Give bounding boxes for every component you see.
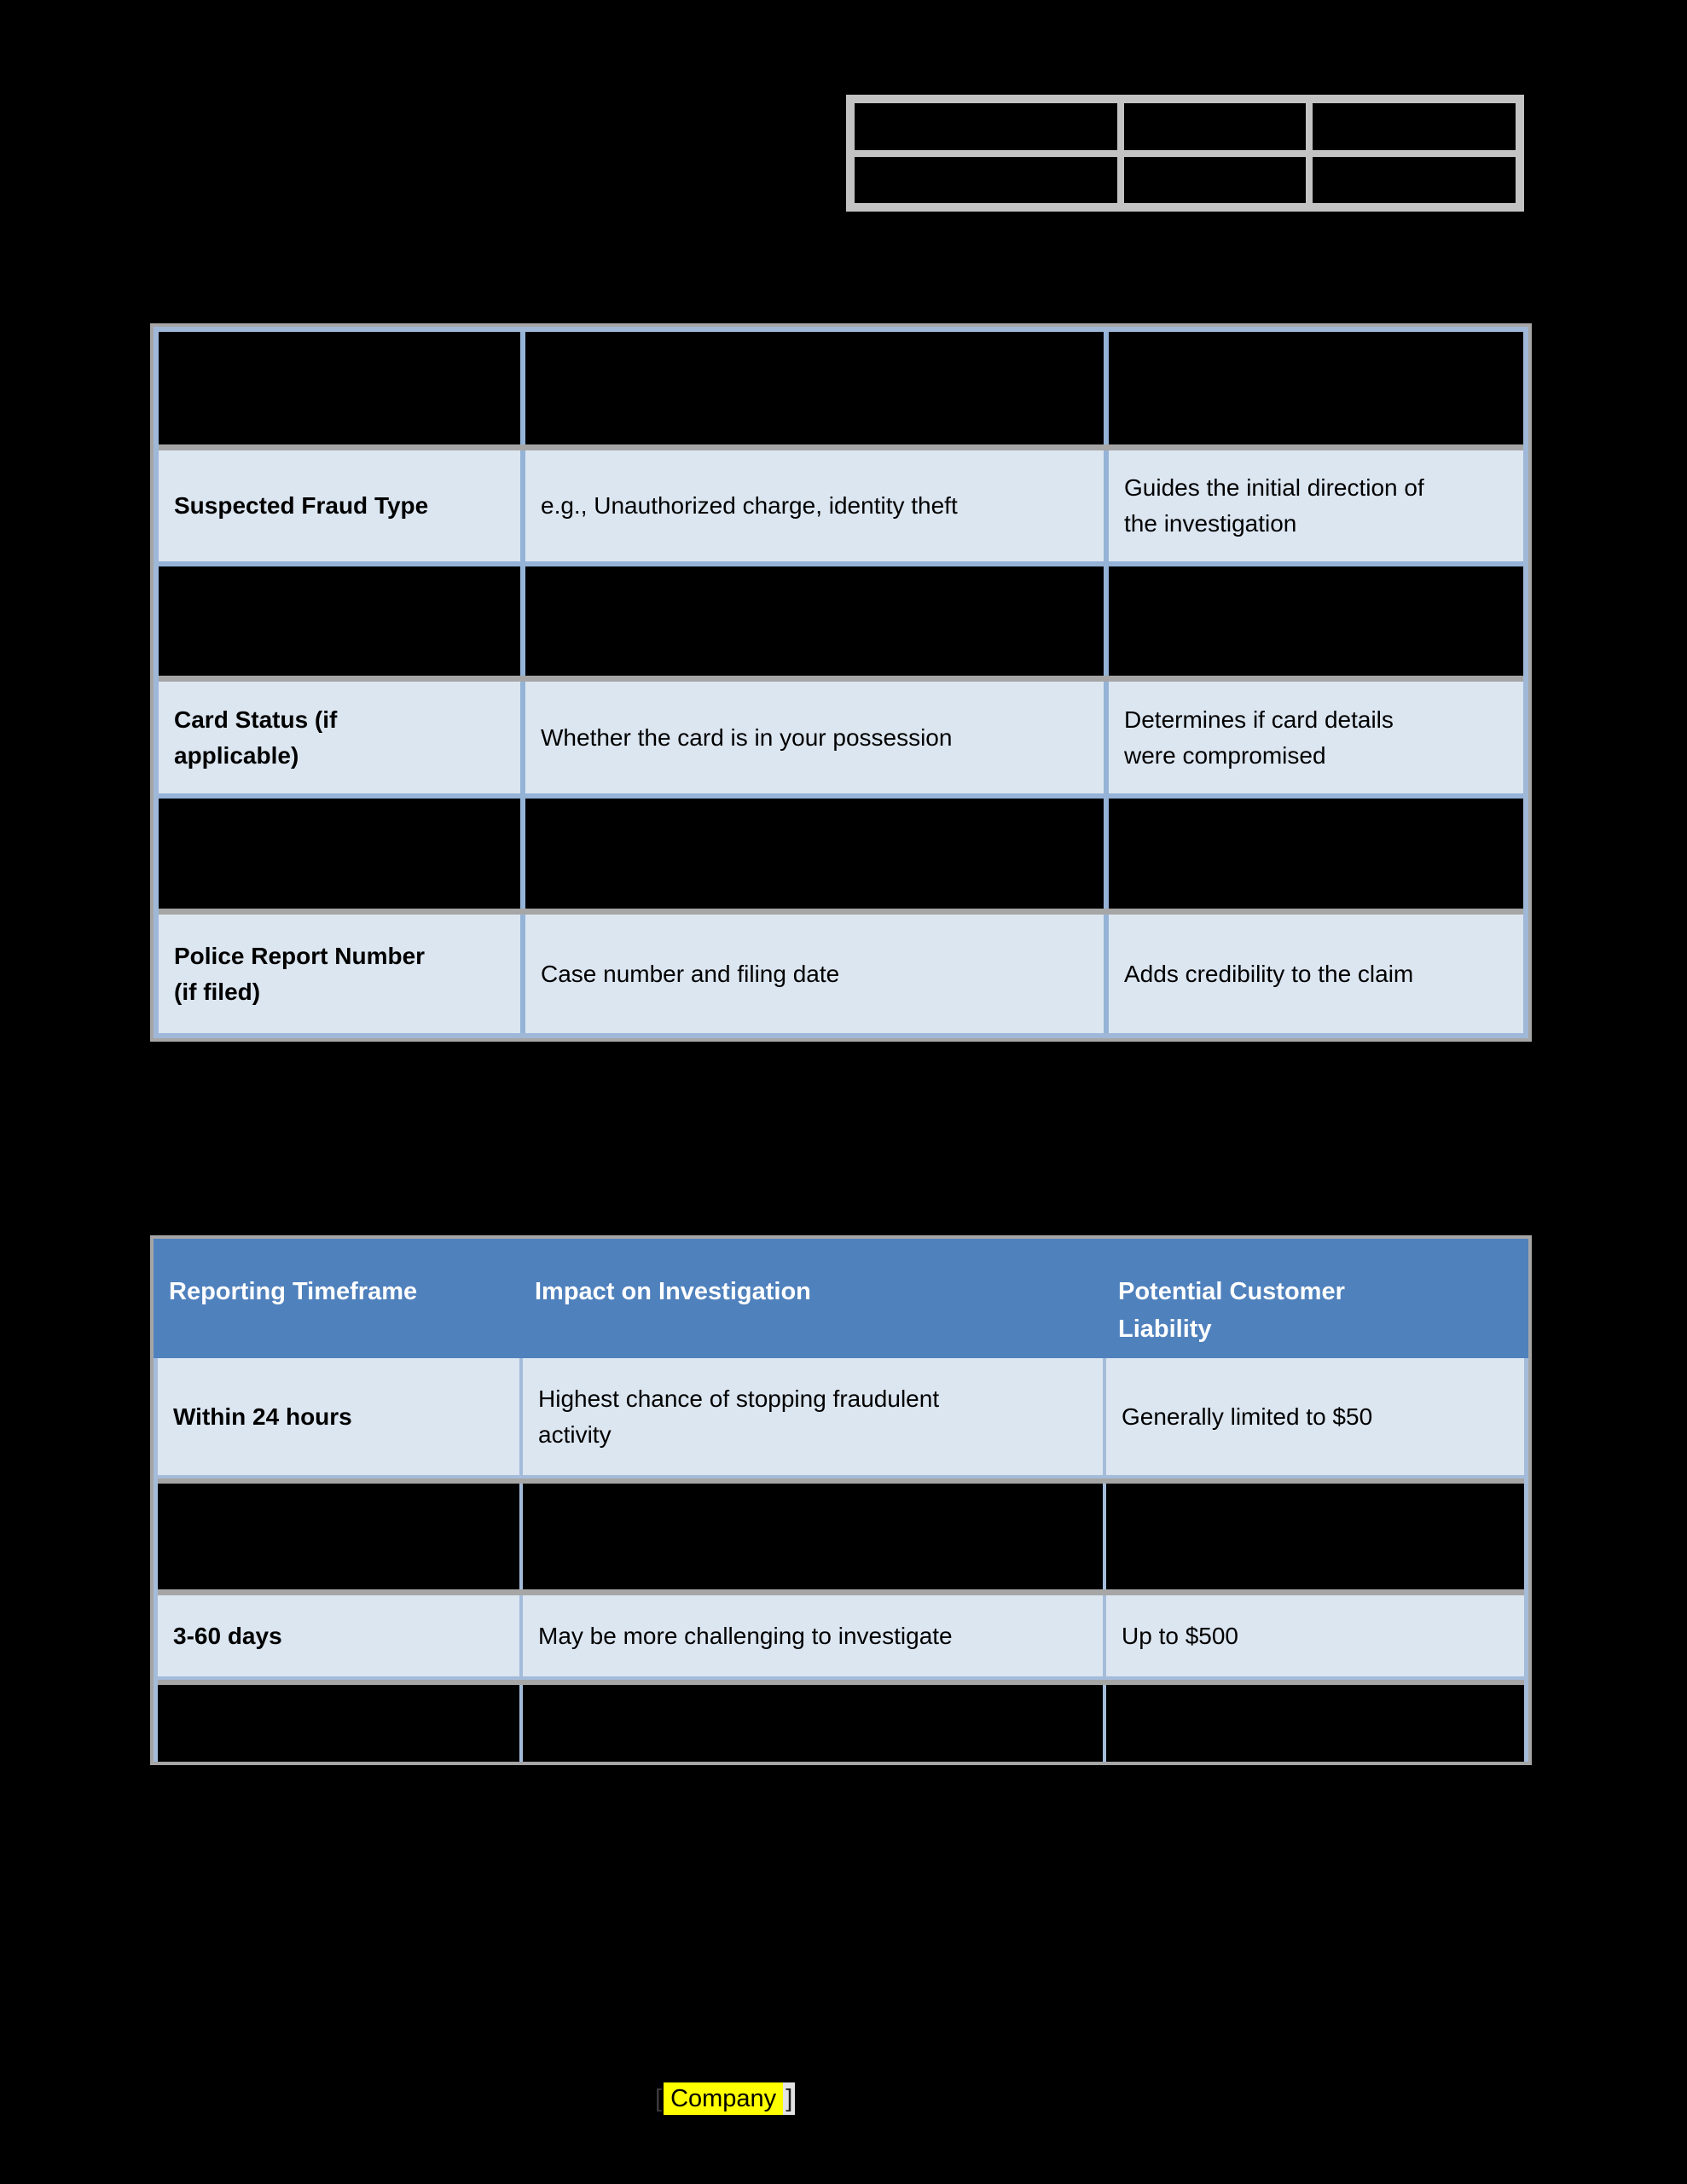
top-redacted-table [846,95,1524,212]
close-bracket: ] [783,2082,796,2115]
fraud-details-table: Suspected Fraud Type e.g., Unauthorized … [150,323,1532,1042]
company-placeholder[interactable]: [ Company ] [653,2082,796,2115]
redacted-cell [1124,156,1306,203]
table-cell: Generally limited to $50 [1106,1358,1524,1475]
table-row-redacted [158,1478,1524,1595]
redacted-cell [855,103,1117,150]
reporting-timeframe-table: Reporting Timeframe Impact on Investigat… [150,1235,1532,1765]
redacted-cell [525,799,1104,909]
table-cell: Determines if card details were compromi… [1109,682,1523,793]
redacted-cell [1124,103,1306,150]
table-cell: Case number and filing date [525,915,1104,1033]
column-header: Reporting Timeframe [154,1239,519,1358]
table-row-redacted [159,566,1523,682]
redacted-cell [1109,566,1523,676]
redacted-cell [1109,799,1523,909]
redacted-cell [1106,1685,1524,1762]
table-cell: Police Report Number (if filed) [159,915,520,1033]
redacted-cell [525,332,1104,444]
table-row: Suspected Fraud Type e.g., Unauthorized … [159,450,1523,566]
redacted-cell [159,566,520,676]
table-row: Card Status (if applicable) Whether the … [159,682,1523,799]
table-cell: Adds credibility to the claim [1109,915,1523,1033]
table-cell: Within 24 hours [158,1358,519,1475]
table-row-redacted [158,1680,1524,1762]
open-bracket: [ [655,2085,663,2112]
redacted-cell [158,1484,519,1589]
redacted-cell [523,1484,1103,1589]
table-cell: Card Status (if applicable) [159,682,520,793]
redacted-cell [523,1685,1103,1762]
table-row-redacted [159,799,1523,915]
redacted-cell [159,332,520,444]
table-cell: 3-60 days [158,1595,519,1676]
table-cell: Whether the card is in your possession [525,682,1104,793]
table-cell: Guides the initial direction of the inve… [1109,450,1523,561]
table-row: Within 24 hours Highest chance of stoppi… [158,1358,1524,1478]
table-row-redacted [159,332,1523,450]
redacted-cell [855,156,1117,203]
redacted-cell [158,1685,519,1762]
column-header: Impact on Investigation [519,1239,1103,1358]
table-row: 3-60 days May be more challenging to inv… [158,1595,1524,1680]
table-cell: Up to $500 [1106,1595,1524,1676]
company-highlight[interactable]: Company [664,2082,784,2115]
table-cell: Suspected Fraud Type [159,450,520,561]
table-row: Police Report Number (if filed) Case num… [159,915,1523,1033]
redacted-cell [159,799,520,909]
redacted-cell [525,566,1104,676]
table-header-row: Reporting Timeframe Impact on Investigat… [154,1239,1528,1358]
redacted-cell [1313,103,1516,150]
table-cell: May be more challenging to investigate [523,1595,1103,1676]
redacted-cell [1313,156,1516,203]
redacted-cell [1109,332,1523,444]
column-header: Potential Customer Liability [1103,1239,1528,1358]
table-cell: Highest chance of stopping fraudulent ac… [523,1358,1103,1475]
table-cell: e.g., Unauthorized charge, identity thef… [525,450,1104,561]
redacted-cell [1106,1484,1524,1589]
